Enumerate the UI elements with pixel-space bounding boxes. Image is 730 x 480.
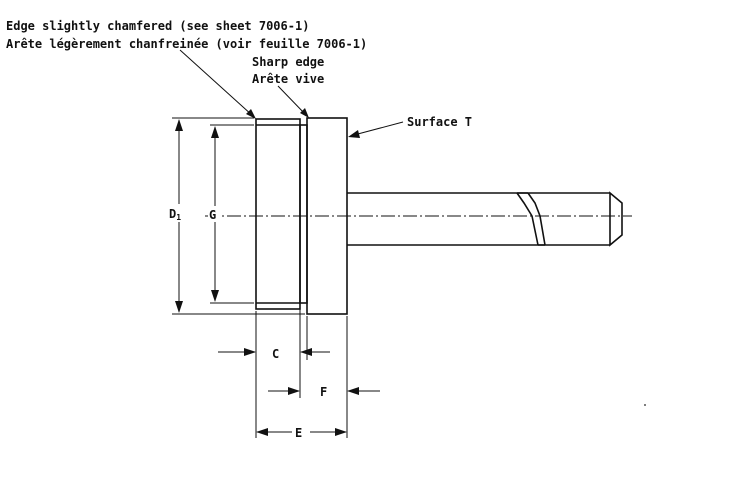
surface-t-leader	[348, 121, 404, 138]
chamfer-note-en: Edge slightly chamfered (see sheet 7006-…	[6, 19, 309, 33]
chamfer-note-fr: Arête légèrement chanfreinée (voir feuil…	[6, 37, 367, 51]
e-label: E	[295, 426, 302, 440]
handle-shaft	[347, 191, 623, 247]
dimension-e: E	[256, 426, 347, 440]
sharp-edge-leader	[277, 85, 309, 118]
d1-label: D1	[169, 207, 181, 222]
stray-mark	[644, 404, 646, 406]
dimension-c: C	[218, 347, 330, 361]
c-label: C	[272, 347, 279, 361]
surface-t-label: Surface T	[407, 115, 472, 129]
dimension-g: G	[208, 126, 222, 302]
sharp-edge-note-en: Sharp edge	[252, 55, 324, 69]
f-label: F	[320, 385, 327, 399]
chamfer-leader	[179, 49, 256, 119]
dimension-f: F	[268, 385, 380, 399]
dimension-d1: D1	[166, 119, 192, 313]
sharp-edge-note-fr: Arête vive	[252, 72, 324, 86]
g-label: G	[209, 208, 216, 222]
